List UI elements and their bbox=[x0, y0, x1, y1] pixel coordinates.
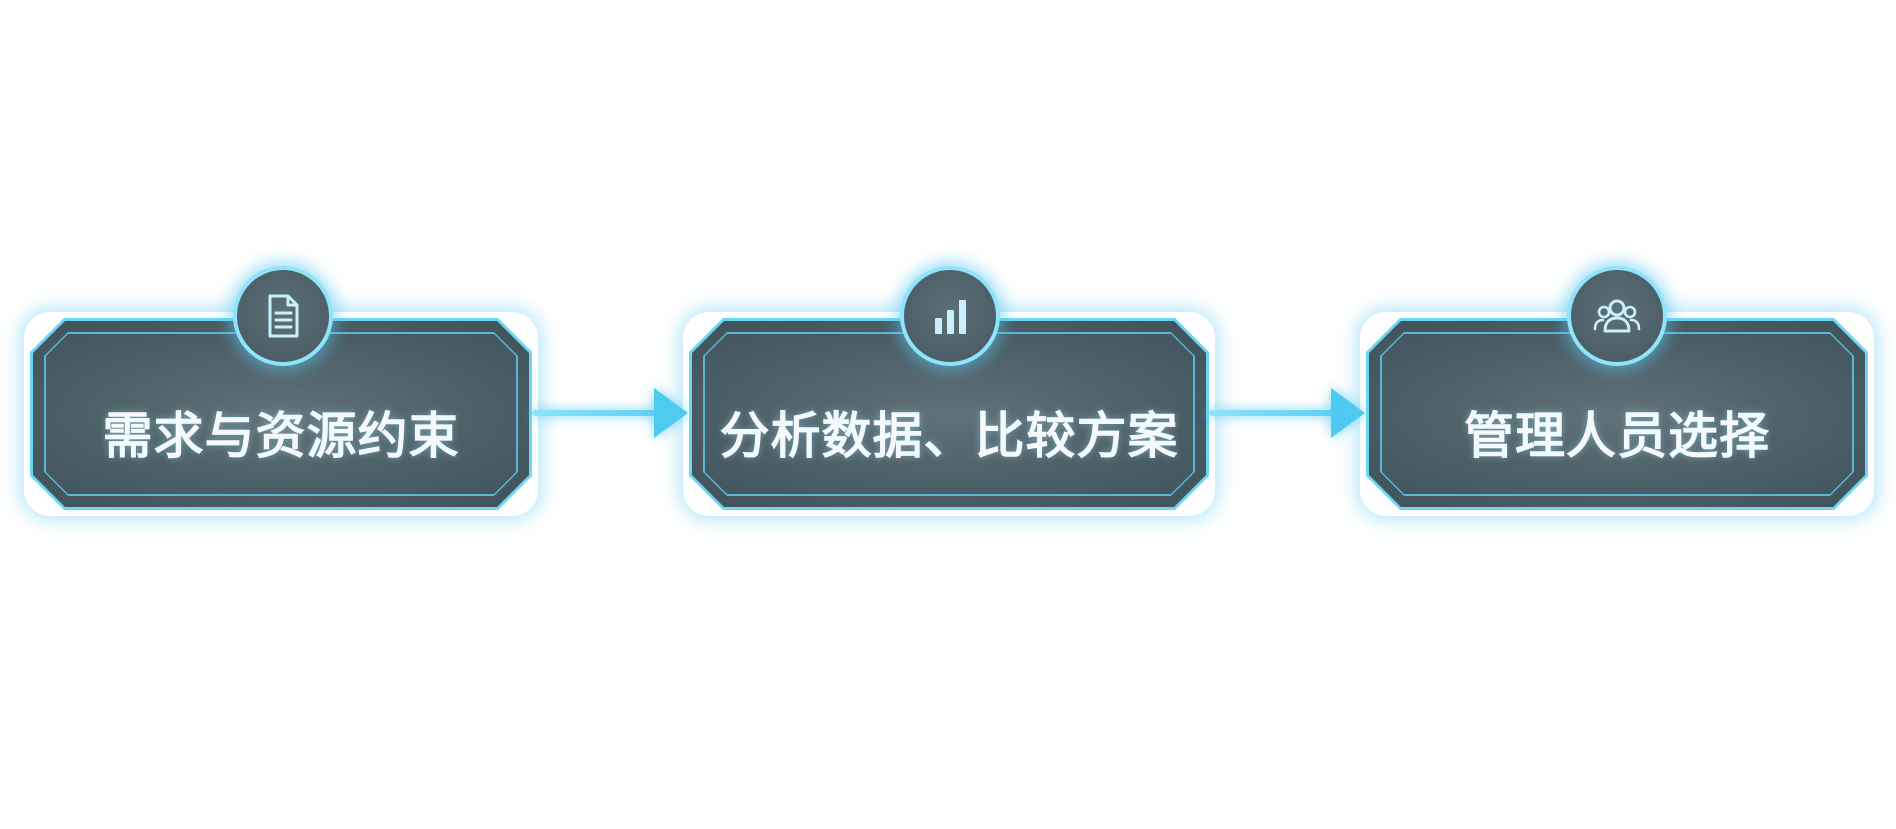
step-box-selection: 管理人员选择 bbox=[1366, 318, 1868, 510]
document-icon bbox=[268, 294, 299, 338]
bar-chart-icon bbox=[935, 300, 966, 334]
arrow-right-icon bbox=[1331, 388, 1365, 438]
arrow-right-icon bbox=[654, 388, 688, 438]
connector-line bbox=[532, 410, 660, 416]
users-icon bbox=[1593, 299, 1641, 333]
step-label: 管理人员选择 bbox=[1464, 407, 1770, 465]
step-label: 分析数据、比较方案 bbox=[719, 407, 1179, 465]
badge-fill bbox=[237, 270, 329, 362]
step-badge bbox=[1567, 266, 1667, 366]
step-label: 需求与资源约束 bbox=[102, 407, 460, 465]
connector-line bbox=[1209, 410, 1337, 416]
step-box-analysis: 分析数据、比较方案 bbox=[689, 318, 1209, 510]
step-badge bbox=[233, 266, 333, 366]
step-badge bbox=[900, 266, 1000, 366]
